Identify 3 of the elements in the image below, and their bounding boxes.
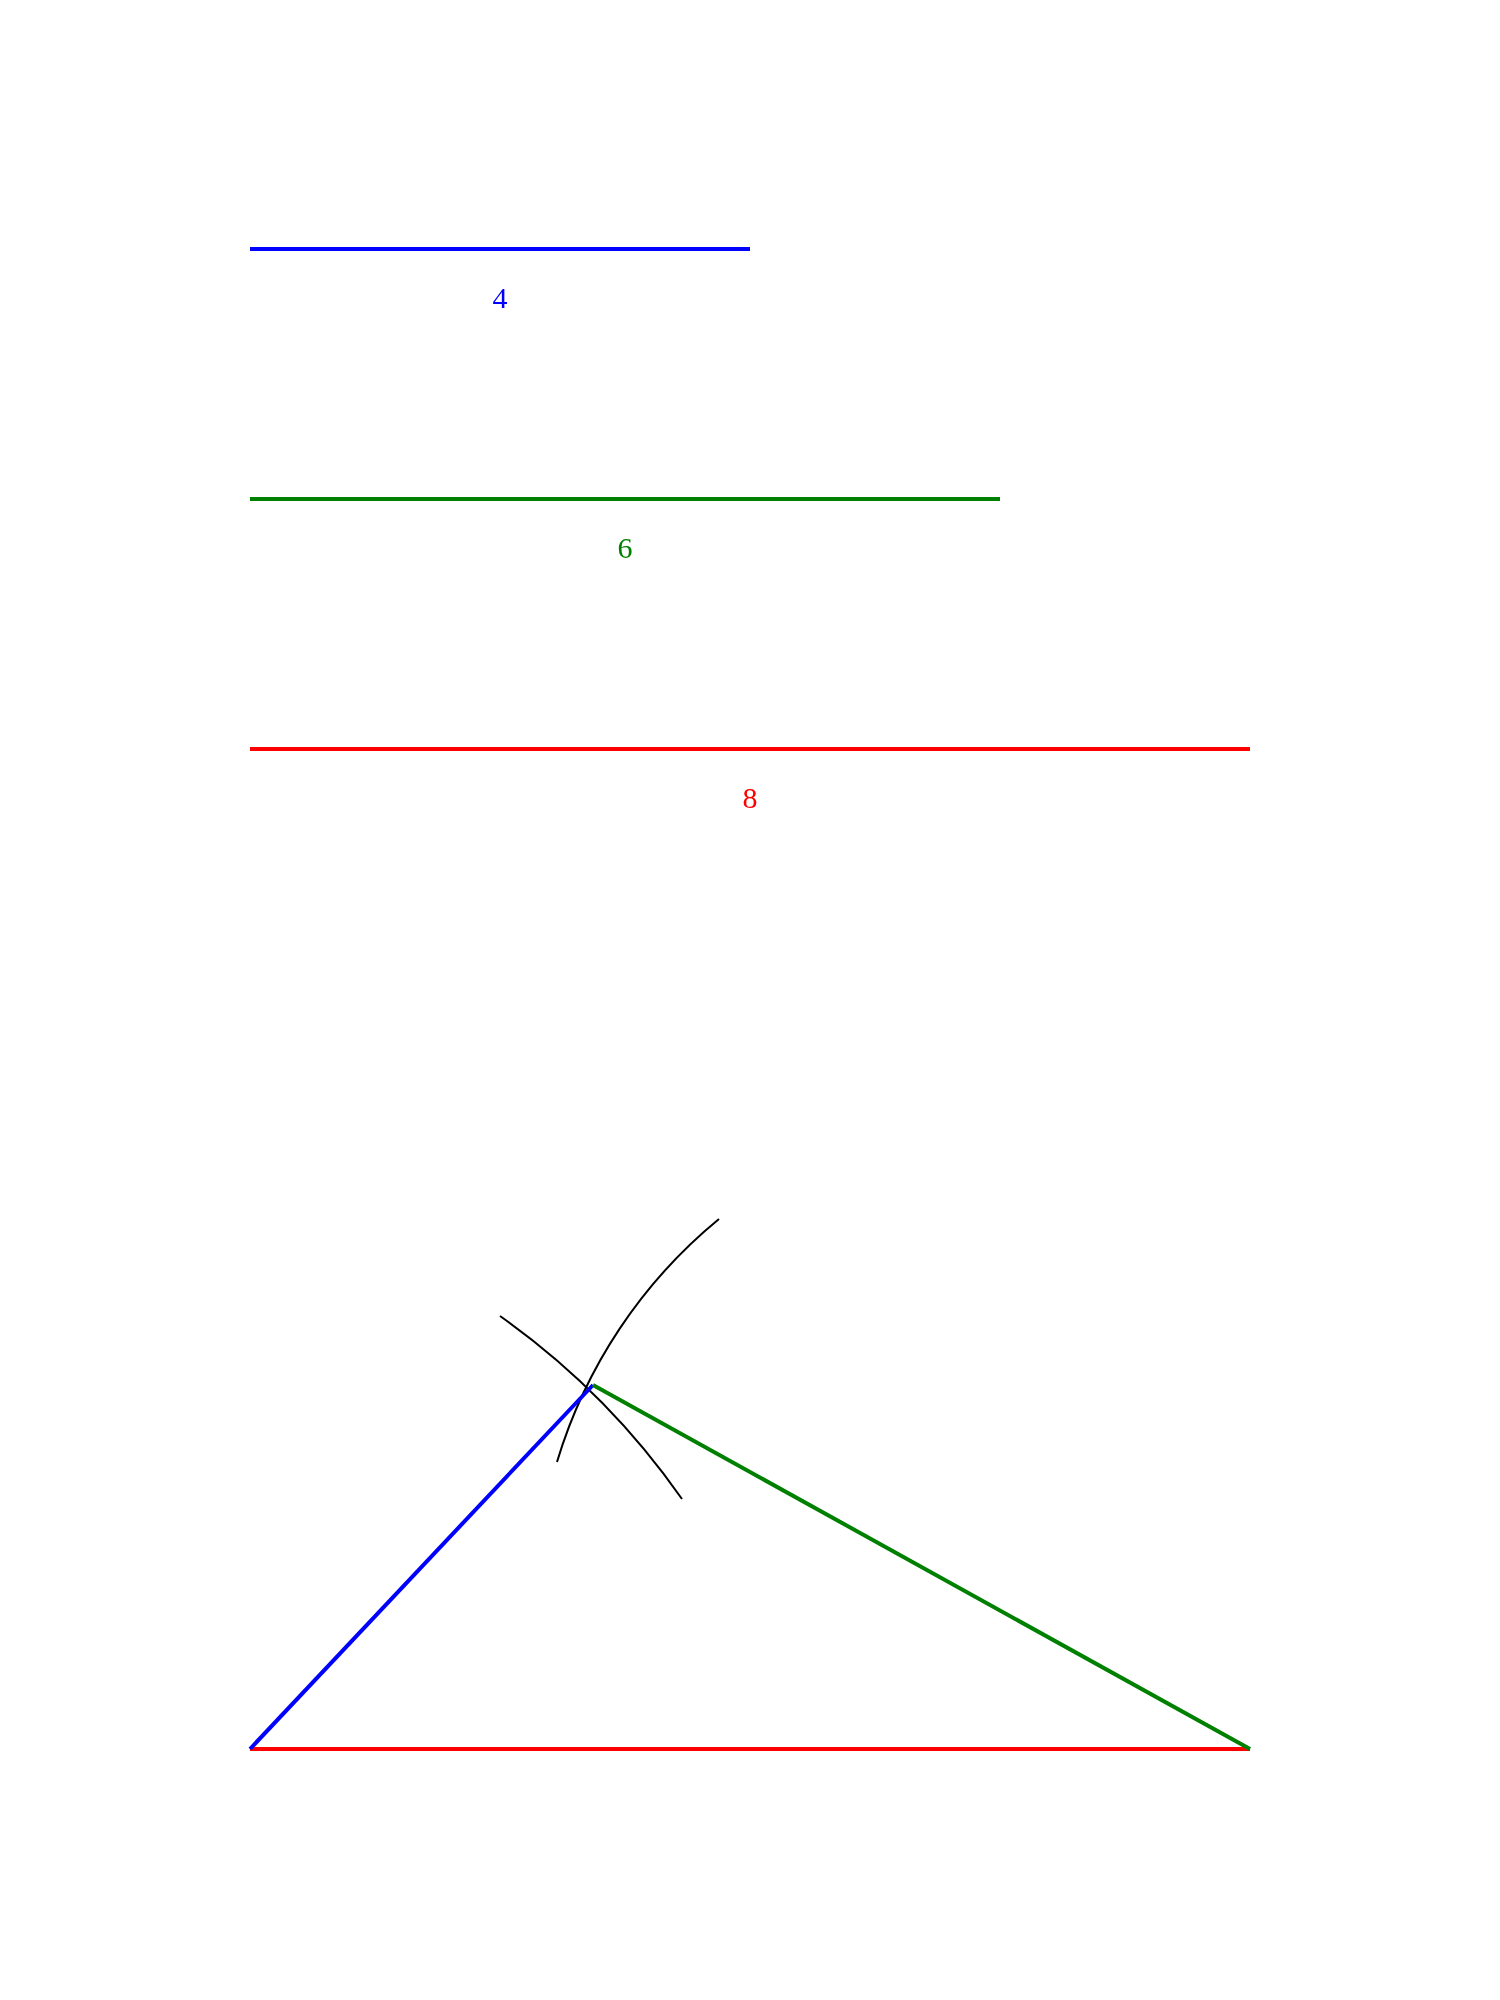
length-label: 4	[492, 283, 508, 313]
length-label: 8	[742, 783, 758, 813]
length-label: 6	[617, 533, 633, 563]
